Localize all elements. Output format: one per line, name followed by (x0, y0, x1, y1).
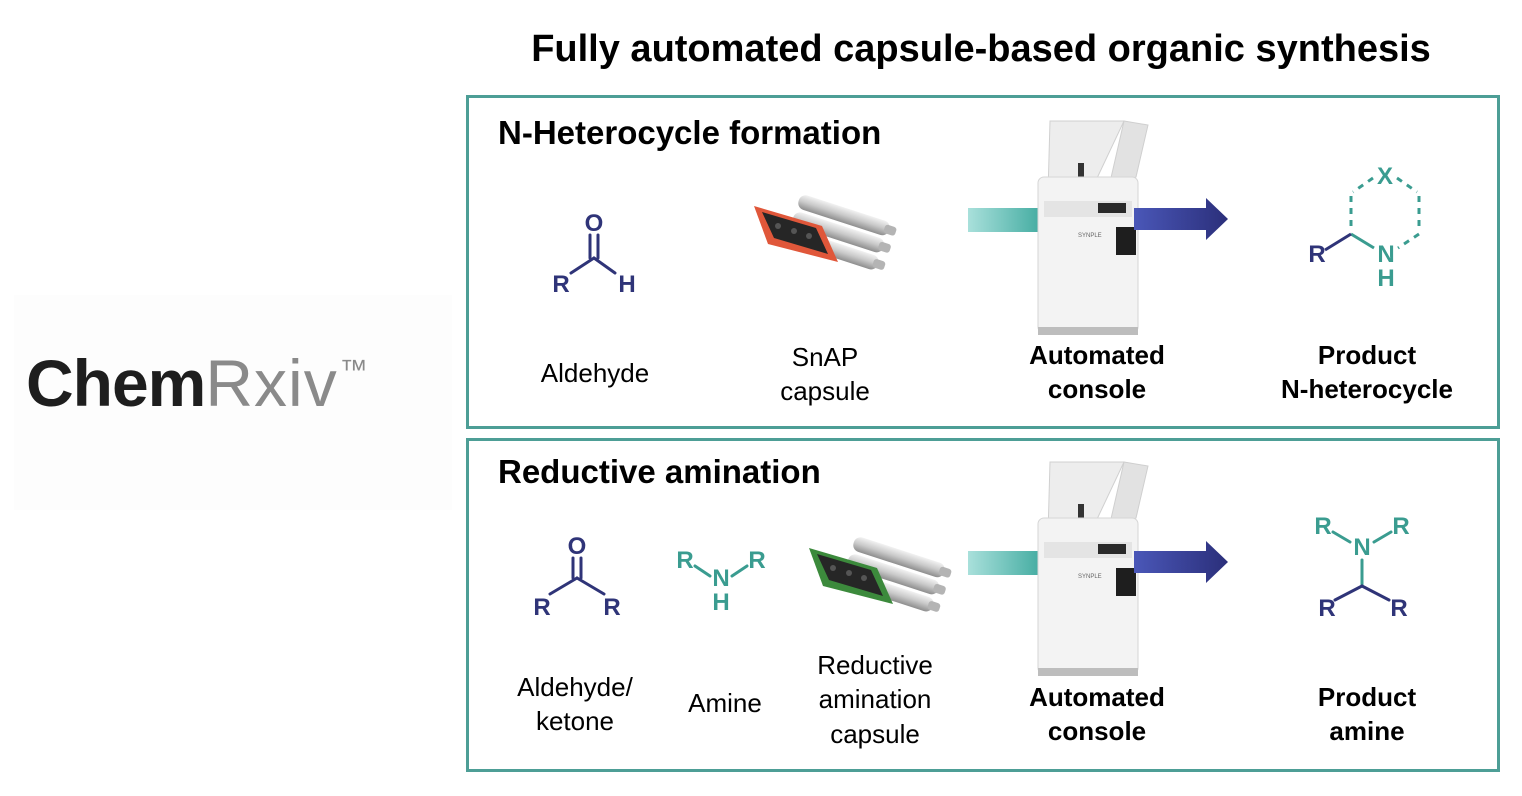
input-arrow-teal-2 (968, 551, 1048, 575)
product-amine-r1: R (1314, 513, 1331, 540)
aldehyde-h-atom: H (618, 271, 635, 298)
product-amine-r3: R (1318, 595, 1335, 622)
svg-text:SYNPLE: SYNPLE (1078, 574, 1102, 580)
svg-text:SYNPLE: SYNPLE (1078, 233, 1102, 239)
panel-1-title: N-Heterocycle formation (498, 114, 882, 151)
label-console-1-line2: console (1047, 374, 1147, 405)
ketone-o-atom: O (568, 533, 587, 560)
product-amine-structure: R N R R R (1314, 513, 1409, 622)
ketone-r2-group: R (603, 594, 620, 621)
label-amine: Amine (665, 686, 785, 720)
label-product-1-line1: Product (1317, 340, 1417, 370)
ketone-structure: O R R (533, 533, 620, 621)
label-carbonyl: Aldehyde/ ketone (500, 670, 650, 739)
figure-title: Fully automated capsule-based organic sy… (531, 28, 1431, 70)
label-ra-capsule: Reductive amination capsule (790, 648, 960, 751)
panel-2-title: Reductive amination (498, 453, 821, 490)
logo-chem: Chem (26, 346, 206, 420)
amine-n-atom: N (712, 565, 729, 592)
amine-r2-group: R (748, 547, 765, 574)
label-snap-capsule: SnAP capsule (745, 340, 905, 409)
product-amine-r2: R (1392, 513, 1409, 540)
product-n-atom: N (1377, 241, 1394, 268)
output-arrow-navy-2 (1134, 541, 1228, 583)
product-h-atom: H (1377, 265, 1394, 292)
aldehyde-structure: O R H (552, 210, 635, 298)
label-ra-capsule-line2: amination (818, 684, 932, 715)
label-product-2-line2: amine (1329, 716, 1405, 747)
label-snap-capsule-line1: SnAP (791, 342, 859, 372)
label-aldehyde-text: Aldehyde (540, 358, 650, 388)
output-arrow-navy (1134, 198, 1228, 240)
aldehyde-o-atom: O (585, 210, 604, 237)
label-product-2-line1: Product (1317, 682, 1417, 712)
aldehyde-r-group: R (552, 271, 569, 298)
amine-h-atom: H (712, 589, 729, 616)
product-amine-r4: R (1390, 595, 1407, 622)
label-ra-capsule-line3: capsule (830, 718, 920, 749)
panel-n-heterocycle (466, 95, 1500, 429)
panel-reductive-amination (466, 438, 1500, 772)
label-console-2-line1: Automated (1029, 682, 1165, 712)
amine-r1-group: R (676, 547, 693, 574)
logo-tm: ™ (339, 354, 368, 385)
label-amine-text: Amine (688, 688, 762, 718)
label-console-2-line2: console (1047, 716, 1147, 747)
label-carbonyl-line1: Aldehyde/ (517, 672, 633, 702)
label-console-2: Automated console (1012, 680, 1182, 749)
label-carbonyl-line2: ketone (535, 706, 615, 737)
label-snap-capsule-line2: capsule (780, 376, 870, 407)
label-ra-capsule-line1: Reductive (817, 650, 933, 680)
automated-console-image-2: SYNPLE (1037, 461, 1149, 676)
label-console-1: Automated console (1012, 338, 1182, 407)
product-amine-n: N (1353, 534, 1370, 561)
label-console-1-line1: Automated (1029, 340, 1165, 370)
label-product-1: Product N-heterocycle (1262, 338, 1472, 407)
reductive-amination-capsule-image (809, 537, 952, 612)
snap-capsule-image (754, 195, 897, 270)
label-product-2: Product amine (1262, 680, 1472, 749)
amine-structure: R N R H (676, 547, 765, 616)
product-r-group: R (1308, 241, 1325, 268)
automated-console-image: SYNPLE (1037, 120, 1149, 335)
input-arrow-teal (968, 208, 1048, 232)
logo-background (14, 295, 452, 510)
product-n-heterocycle-structure: X R N H (1308, 163, 1421, 292)
chemrxiv-logo: ChemRxiv™ (26, 350, 368, 416)
product-x-atom: X (1377, 163, 1393, 190)
label-product-1-line2: N-heterocycle (1281, 374, 1453, 405)
label-aldehyde: Aldehyde (520, 356, 670, 390)
logo-rxiv: Rxiv (205, 346, 338, 420)
ketone-r1-group: R (533, 594, 550, 621)
